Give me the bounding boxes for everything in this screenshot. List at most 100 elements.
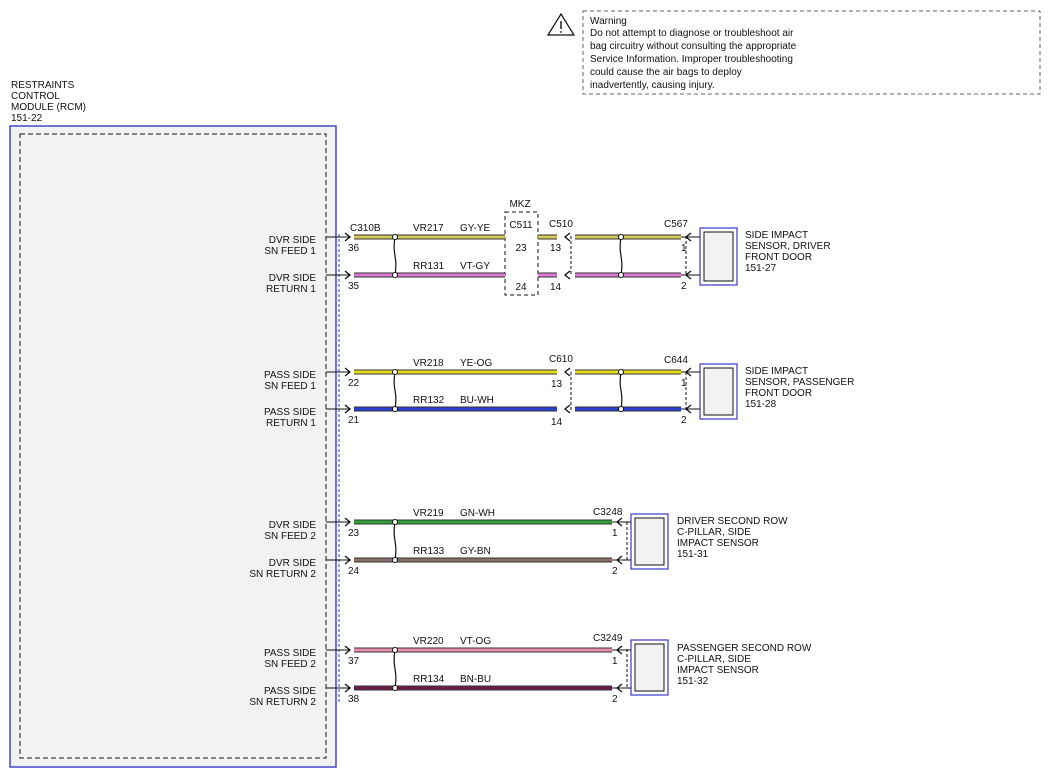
twisted-pair-marker [619,236,623,276]
circuit-color-code: BN-BU [460,674,491,685]
rcm-label-line: MODULE (RCM) [11,102,86,113]
circuit-label-line: SN RETURN 2 [249,697,316,708]
circuit-code: RR131 [413,261,445,272]
rcm-pin: 24 [348,566,360,577]
sensor-label-line: PASSENGER SECOND ROW [677,643,812,654]
sensor-connector-label: C644 [664,355,688,366]
circuit-label-line: DVR SIDE [269,558,317,569]
circuit-label-line: RETURN 1 [266,284,316,295]
circuit-label-line: PASS SIDE [264,648,316,659]
circuit-label-line: PASS SIDE [264,686,316,697]
c511-group-label: MKZ [509,199,530,210]
sensor-label-line: SIDE IMPACT [745,230,808,241]
rcm-pin: 21 [348,415,360,426]
connector-arrow [344,367,352,377]
warning-icon [546,12,576,36]
rcm-outline [9,125,337,768]
connector-arrow [344,232,352,242]
connector-arrow [563,270,571,280]
circuit-color-code: VT-GY [460,261,490,272]
twist-node [392,234,398,240]
circuit-color-code: GY-YE [460,223,491,234]
circuit-code: VR218 [413,358,444,369]
twisted-pair-marker [393,236,397,276]
sensor-label-line: SIDE IMPACT [745,366,808,377]
rcm-label-line: CONTROL [11,91,60,102]
circuit-label-line: PASS SIDE [264,370,316,381]
sensor-label-line: FRONT DOOR [745,252,812,263]
rcm-pin: 23 [348,528,360,539]
sensor-pin: 1 [681,243,687,254]
connector-arrow [615,683,623,693]
circuit-code: VR217 [413,223,444,234]
circuit-color-code: GY-BN [460,546,491,557]
rcm-pin: 37 [348,656,360,667]
circuit-color-code: YE-OG [460,358,492,369]
circuit-label-line: SN FEED 1 [264,246,316,257]
c511-connector: MKZ C511 23 24 [504,199,539,296]
connector-arrow [615,645,623,655]
sensor-label-line: DRIVER SECOND ROW [677,516,788,527]
c610-pin: 13 [551,379,563,390]
c510-connector: C510 13 14 [549,219,573,293]
rcm-label-line: 151-22 [11,113,43,124]
connector-arrow [684,367,692,377]
connector-arrow [344,645,352,655]
twist-node [392,272,398,278]
sensor-connector-label: C3248 [593,507,623,518]
circuit-code: VR219 [413,508,444,519]
warning-line: could cause the air bags to deploy [590,67,742,78]
twisted-pair-marker [619,371,623,410]
sensor-pin: 2 [681,415,687,426]
sensor-pin: 2 [681,281,687,292]
rcm-module: RESTRAINTS CONTROL MODULE (RCM) 151-22 [9,80,337,768]
sensor-label-line: C-PILLAR, SIDE [677,654,751,665]
sensor-pin: 2 [612,566,618,577]
sensor-label-line: IMPACT SENSOR [677,665,759,676]
rcm-pin: 38 [348,694,360,705]
circuit-code: RR132 [413,395,445,406]
c610-pin: 14 [551,417,563,428]
circuit-code: VR220 [413,636,444,647]
circuit-color-code: BU-WH [460,395,494,406]
connector-arrow [615,555,623,565]
sensor-label-line: 151-27 [745,263,777,274]
connector-arrow [563,232,571,242]
circuit-label-line: SN FEED 1 [264,381,316,392]
rcm-label-line: RESTRAINTS [11,80,75,91]
connector-arrow [344,270,352,280]
connector-arrow [684,270,692,280]
warning-note: Warning Do not attempt to diagnose or tr… [546,10,1041,95]
twist-node [618,369,624,375]
circuit-label-line: SN FEED 2 [264,531,316,542]
c511-label: C511 [509,220,533,231]
connector-arrow [563,404,571,414]
c510-pin: 14 [550,282,562,293]
circuit-label-line: DVR SIDE [269,520,317,531]
sensor-pin: 1 [612,656,618,667]
sensor-driver-second-row: DRIVER SECOND ROW C-PILLAR, SIDE IMPACT … [630,513,788,570]
warning-line: Do not attempt to diagnose or troublesho… [590,28,794,39]
circuit-label-line: RETURN 1 [266,418,316,429]
connector-arrow [344,404,352,414]
twisted-pair-marker [393,521,397,561]
sensor-pin: 2 [612,694,618,705]
sensor-passenger-second-row: PASSENGER SECOND ROW C-PILLAR, SIDE IMPA… [630,639,812,696]
circuit-color-code: GN-WH [460,508,495,519]
connector-arrow [615,517,623,527]
rcm-inner-boundary [19,133,327,759]
c510-label: C510 [549,219,573,230]
c610-label: C610 [549,354,573,365]
circuit-label-line: DVR SIDE [269,235,317,246]
sensor-label-line: SENSOR, DRIVER [745,241,831,252]
sensor-driver-front: SIDE IMPACT SENSOR, DRIVER FRONT DOOR 15… [699,227,831,286]
twist-node [392,647,398,653]
rcm-pin: 22 [348,378,360,389]
sensor-label-line: 151-28 [745,399,777,410]
sensor-pin: 1 [612,528,618,539]
warning-line: inadvertently, causing injury. [590,80,715,91]
rcm-connector-label: C310B [350,223,381,234]
connector-arrow [344,683,352,693]
twisted-pair-marker [393,649,397,689]
